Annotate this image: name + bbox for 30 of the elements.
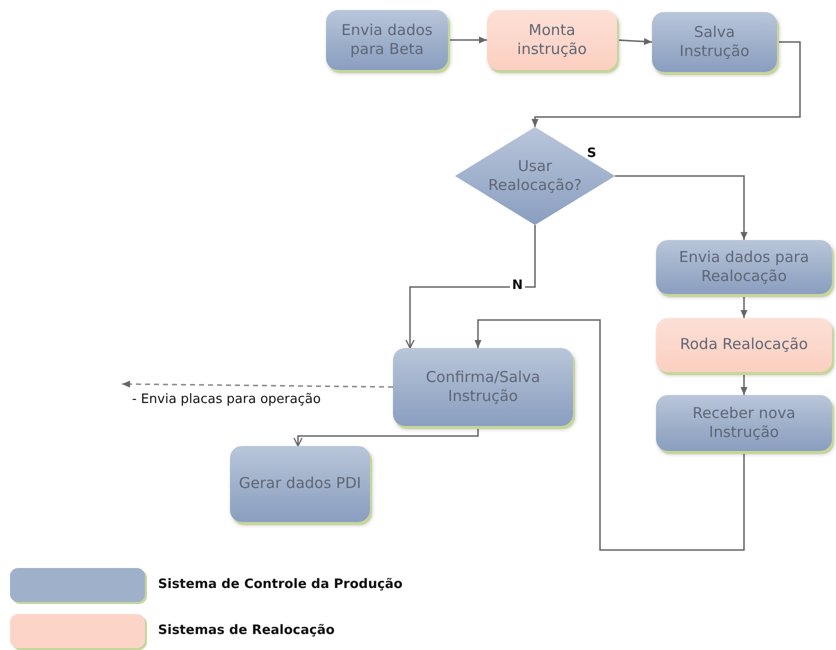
process-box: [656, 318, 832, 372]
process-box: [652, 12, 777, 72]
arrow: [448, 36, 487, 44]
decision-diamond: [455, 127, 615, 225]
node-text: Receber nova Instrução: [692, 404, 796, 442]
node-text: Roda Realocação: [680, 335, 808, 355]
process-box: [326, 10, 448, 70]
process-box: [656, 395, 832, 451]
process-box: [487, 10, 617, 70]
node-text: Salva Instrução: [678, 22, 750, 62]
node-text: Gerar dados PDI: [238, 474, 362, 494]
node-text: Monta instrução: [516, 20, 588, 60]
legend-label: Sistema de Controle da Produção: [158, 577, 403, 592]
arrow: [122, 380, 393, 388]
node-text: Usar Realocação?: [487, 156, 583, 196]
arrow: [405, 225, 536, 349]
process-box: [656, 240, 832, 294]
legend-label: Sistemas de Realocação: [158, 623, 335, 638]
arrow: [616, 38, 652, 46]
process-box: [230, 446, 370, 522]
arrow: [740, 294, 748, 318]
arrow: [532, 41, 801, 127]
node-text: Envia dados para Realocação: [678, 248, 810, 286]
node-text: Confirma/Salva Instrução: [424, 368, 542, 406]
process-box: [393, 348, 573, 426]
arrow: [293, 426, 479, 447]
arrow: [615, 175, 748, 240]
node-text: Envia dados para Beta: [340, 20, 434, 60]
edge-label: - Envia placas para operação: [130, 392, 323, 407]
arrow: [474, 319, 745, 551]
